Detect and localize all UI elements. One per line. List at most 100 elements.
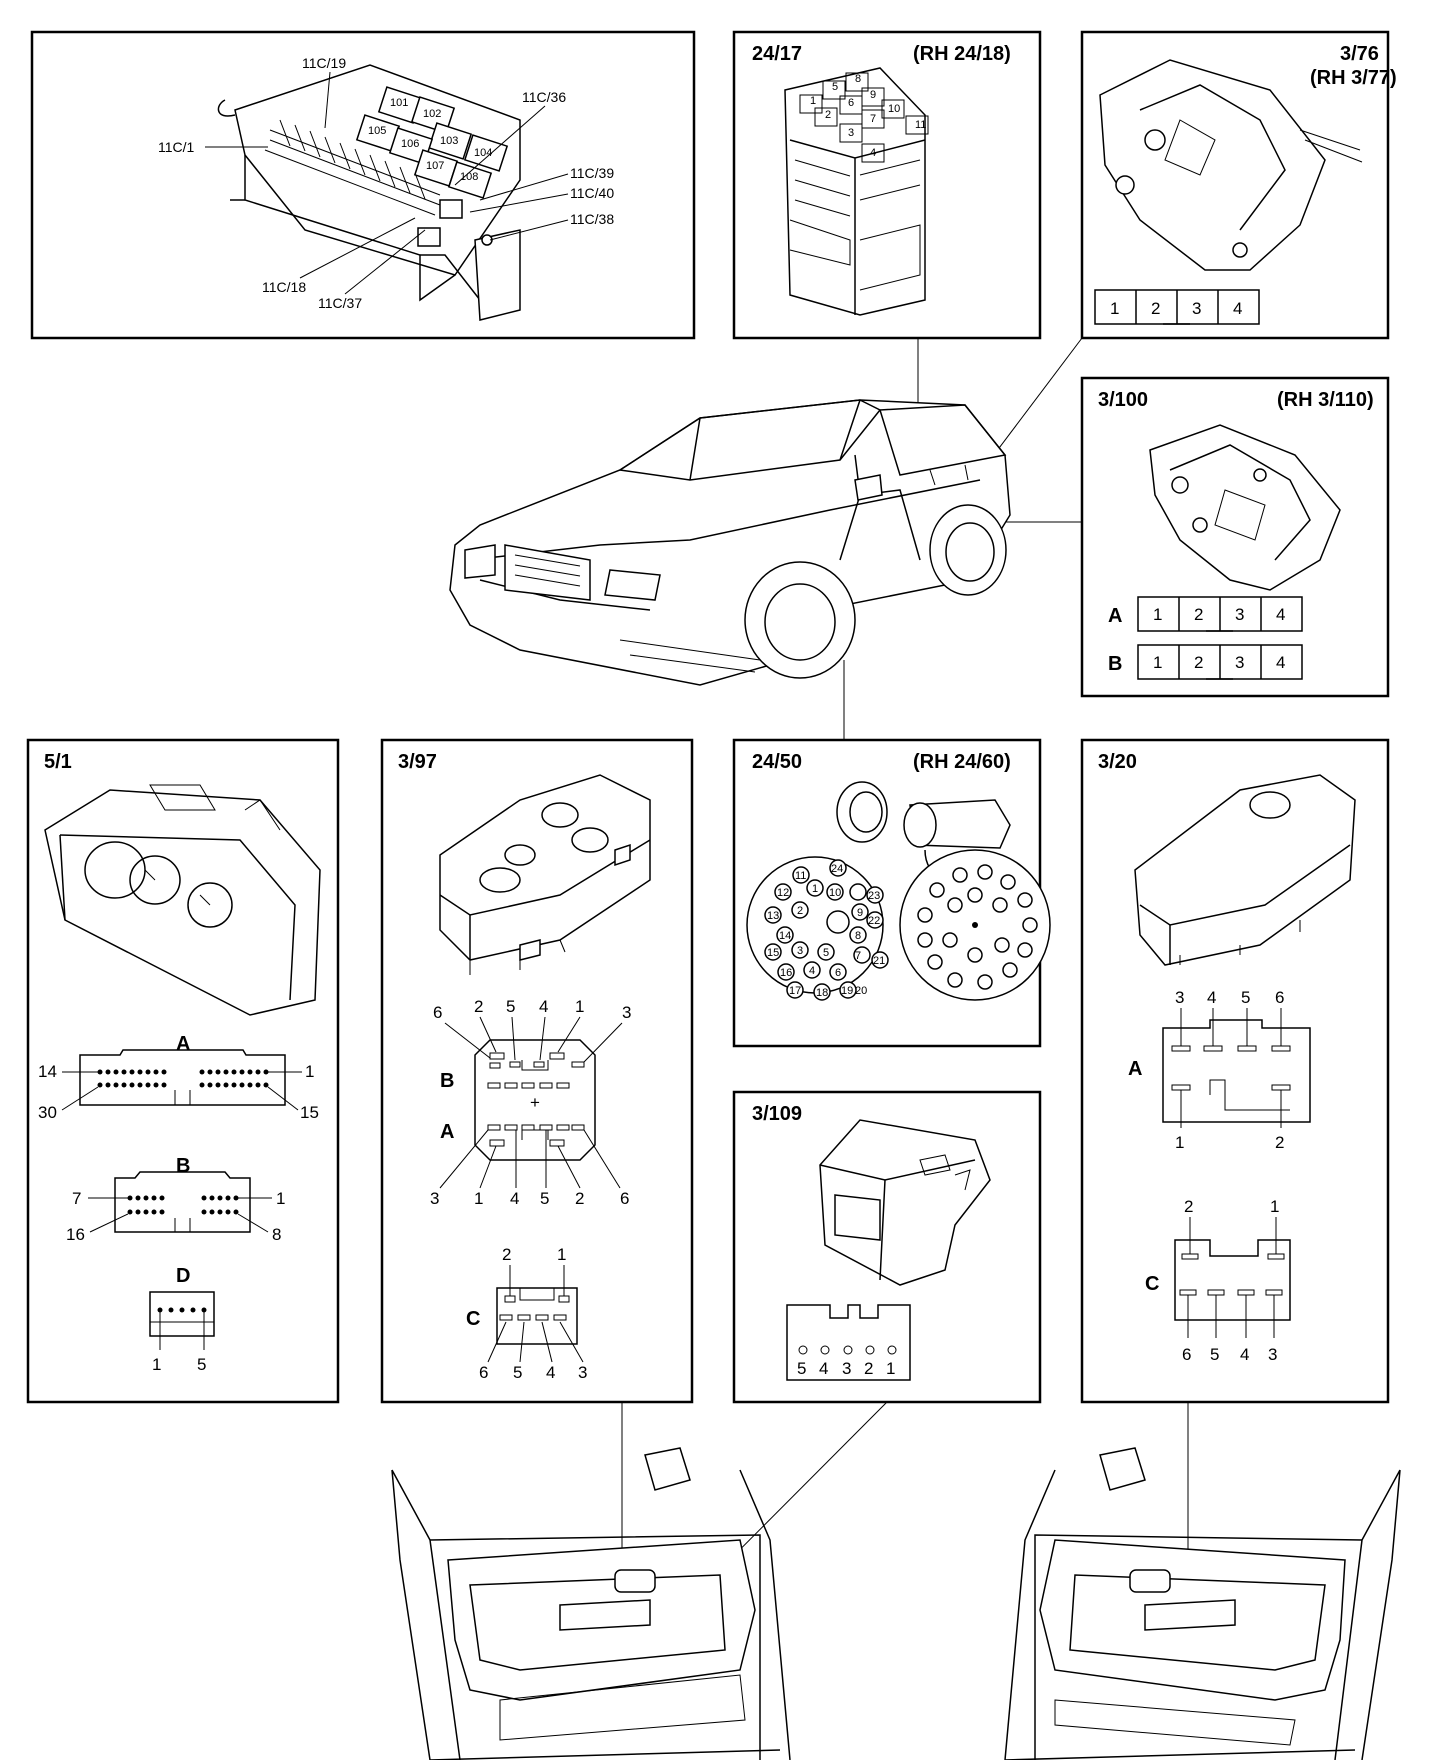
relay-105: 105 [368, 125, 386, 137]
panel-3-76-rh: (RH 3/77) [1310, 67, 1397, 89]
panel-24-50-rh: (RH 24/60) [913, 751, 1011, 773]
pin-3-20-c3: 3 [1268, 1345, 1277, 1364]
connector-3-76 [1094, 289, 1260, 325]
pin-24-50-11: 11 [795, 870, 806, 882]
pin-3-97-top-6: 6 [433, 1003, 442, 1022]
pin-24-50-20: 20 [855, 985, 867, 997]
connector-3-97-c-label: C [466, 1308, 480, 1330]
pin-24-50-16: 16 [780, 967, 792, 979]
connector-3-20-c-label: C [1145, 1273, 1159, 1295]
driver-door-panel-illustration [391, 1447, 791, 1760]
pin-3-20-c2: 2 [1184, 1197, 1193, 1216]
window-switch-panel-illustration [439, 774, 651, 975]
panel-5-1-title: 5/1 [44, 751, 72, 773]
pin-3-76-3: 3 [1192, 299, 1201, 318]
panel-3-20: 3/20 3 4 5 6 A 1 2 [1080, 738, 1390, 1404]
pin-24-50-24: 24 [831, 863, 843, 875]
pin-24-17-6: 6 [848, 97, 854, 109]
door-lock-illustration [1099, 59, 1363, 271]
instrument-cluster-illustration [44, 784, 321, 1016]
connector-5-1-b [114, 1171, 251, 1233]
pin-3-20-c1: 1 [1270, 1197, 1279, 1216]
pin-3-20-a5: 5 [1241, 988, 1250, 1007]
connector-3-97-c [496, 1287, 578, 1345]
pin-5-1-b8: 8 [272, 1225, 281, 1244]
connector-3-20-c-pins [1179, 1253, 1285, 1296]
fusebox-label-11c39: 11C/39 [570, 165, 614, 181]
connector-3-100-b [1137, 644, 1303, 680]
relay-104: 104 [474, 147, 492, 159]
relay-101: 101 [390, 97, 408, 109]
fusebox-label-11c18: 11C/18 [262, 279, 306, 295]
pin-24-17-5: 5 [832, 81, 838, 93]
pin-5-1-d1: 1 [152, 1355, 161, 1374]
panel-3-100: 3/100 (RH 3/110) A 1 2 3 4 B 1 2 3 4 [920, 376, 1390, 698]
pin-24-50-15: 15 [767, 947, 779, 959]
pin-24-17-2: 2 [825, 109, 831, 121]
pin-3-97-bot-5: 5 [540, 1189, 549, 1208]
connector-5-1-b-label: B [176, 1155, 190, 1177]
panel-3-20-title: 3/20 [1098, 751, 1137, 773]
pin-24-50-17: 17 [789, 985, 801, 997]
panel-24-50: 24/50 (RH 24/60) 11 [732, 738, 1051, 1048]
switch-block-illustration [784, 67, 926, 316]
pin-24-17-4a: 4 [870, 147, 876, 159]
pin-3-20-a2: 2 [1275, 1133, 1284, 1152]
pin-24-50-23: 23 [868, 890, 880, 902]
pin-24-50-5: 5 [823, 947, 829, 959]
pin-3-97-top-4: 4 [539, 997, 548, 1016]
connector-3-20-a-pins [1171, 1045, 1291, 1091]
pin-24-50-21: 21 [873, 955, 885, 967]
pin-24-50-12: 12 [777, 887, 789, 899]
pin-3-20-c4: 4 [1240, 1345, 1249, 1364]
connector-5-1-a-pins [97, 1069, 269, 1088]
pin-24-50-13: 13 [767, 910, 779, 922]
relay-106: 106 [401, 138, 419, 150]
pin-24-50-14: 14 [779, 930, 791, 942]
connector-5-1-b-pins [127, 1195, 239, 1215]
pin-24-50-22: 22 [868, 915, 880, 927]
pin-24-50-10: 10 [829, 887, 841, 899]
pin-5-1-b7: 7 [72, 1189, 81, 1208]
pin-3-20-a1: 1 [1175, 1133, 1184, 1152]
pin-24-17-8: 8 [855, 73, 861, 85]
pin-3-109-1: 1 [886, 1359, 895, 1378]
panel-24-17: 24/17 (RH 24/18) 1 5 8 2 6 9 10 4 3 7 11 [732, 30, 1042, 510]
pin-3-97-c5: 5 [513, 1363, 522, 1382]
pin-3-97-top-3: 3 [622, 1003, 631, 1022]
relay-103: 103 [440, 135, 458, 147]
pin-3-97-top-2: 2 [474, 997, 483, 1016]
pin-5-1-b1: 1 [276, 1189, 285, 1208]
pin-3-100-b2: 2 [1194, 653, 1203, 672]
pin-24-50-1: 1 [812, 883, 818, 895]
panel-3-100-rh: (RH 3/110) [1277, 389, 1374, 411]
fusebox-illustration [217, 64, 521, 321]
fusebox-label-11c37: 11C/37 [318, 295, 362, 311]
central-lock-illustration [1149, 424, 1341, 591]
switch-pin-boxes [799, 72, 929, 163]
pin-3-100-b3: 3 [1235, 653, 1244, 672]
pin-24-17-1: 1 [810, 95, 816, 107]
pin-24-17-10: 10 [888, 103, 900, 115]
pin-3-100-a2: 2 [1194, 605, 1203, 624]
panel-3-109-title: 3/109 [752, 1103, 802, 1125]
pin-24-50-6: 6 [835, 967, 841, 979]
connector-5-1-a-label: A [176, 1033, 190, 1055]
connector-5-1-d [149, 1291, 215, 1337]
pin-3-109-3: 3 [842, 1359, 851, 1378]
pin-3-97-bot-1: 1 [474, 1189, 483, 1208]
pin-24-50-19: 19 [841, 985, 853, 997]
connector-3-100-a [1137, 596, 1303, 632]
pin-3-97-top-1: 1 [575, 997, 584, 1016]
connector-3-109 [786, 1304, 911, 1381]
panel-3-97: 3/97 + 6 2 5 4 [380, 738, 694, 1404]
relay-108: 108 [460, 171, 478, 183]
connector-3-97-c-pins [499, 1295, 570, 1321]
connector-3-109-pins [798, 1345, 897, 1355]
pin-24-50-7: 7 [855, 950, 861, 962]
fusebox-label-11c36: 11C/36 [522, 89, 566, 105]
pin-3-97-c3: 3 [578, 1363, 587, 1382]
connector-3-97-a-label: A [440, 1121, 454, 1143]
passenger-switch-illustration [1134, 774, 1356, 966]
